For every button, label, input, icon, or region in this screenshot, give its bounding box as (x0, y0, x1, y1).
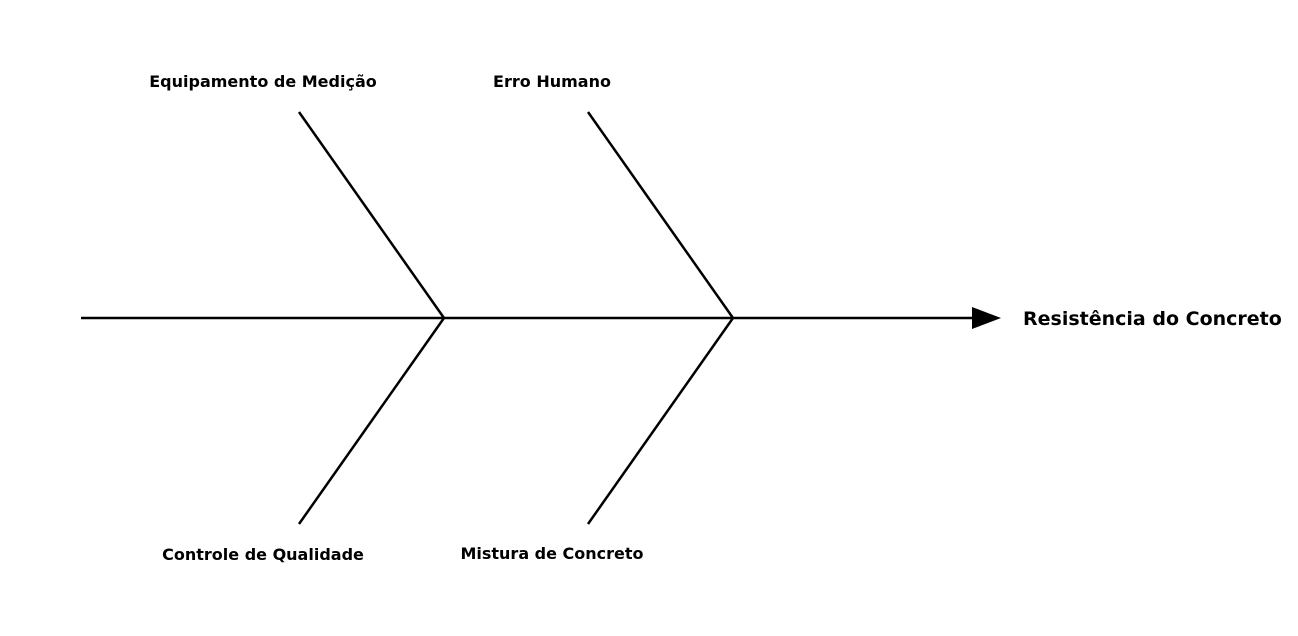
bone-bottom-right (586, 317, 735, 525)
cause-label-top-right: Erro Humano (493, 72, 611, 91)
bone-top-right (586, 111, 735, 319)
effect-label: Resistência do Concreto (1023, 308, 1282, 330)
cause-label-top-left: Equipamento de Medição (149, 72, 377, 91)
cause-label-bottom-right: Mistura de Concreto (460, 544, 643, 563)
bone-bottom-left (297, 317, 446, 525)
spine-arrowhead (972, 307, 1001, 329)
bone-top-left (297, 111, 446, 319)
cause-label-bottom-left: Controle de Qualidade (162, 545, 364, 564)
